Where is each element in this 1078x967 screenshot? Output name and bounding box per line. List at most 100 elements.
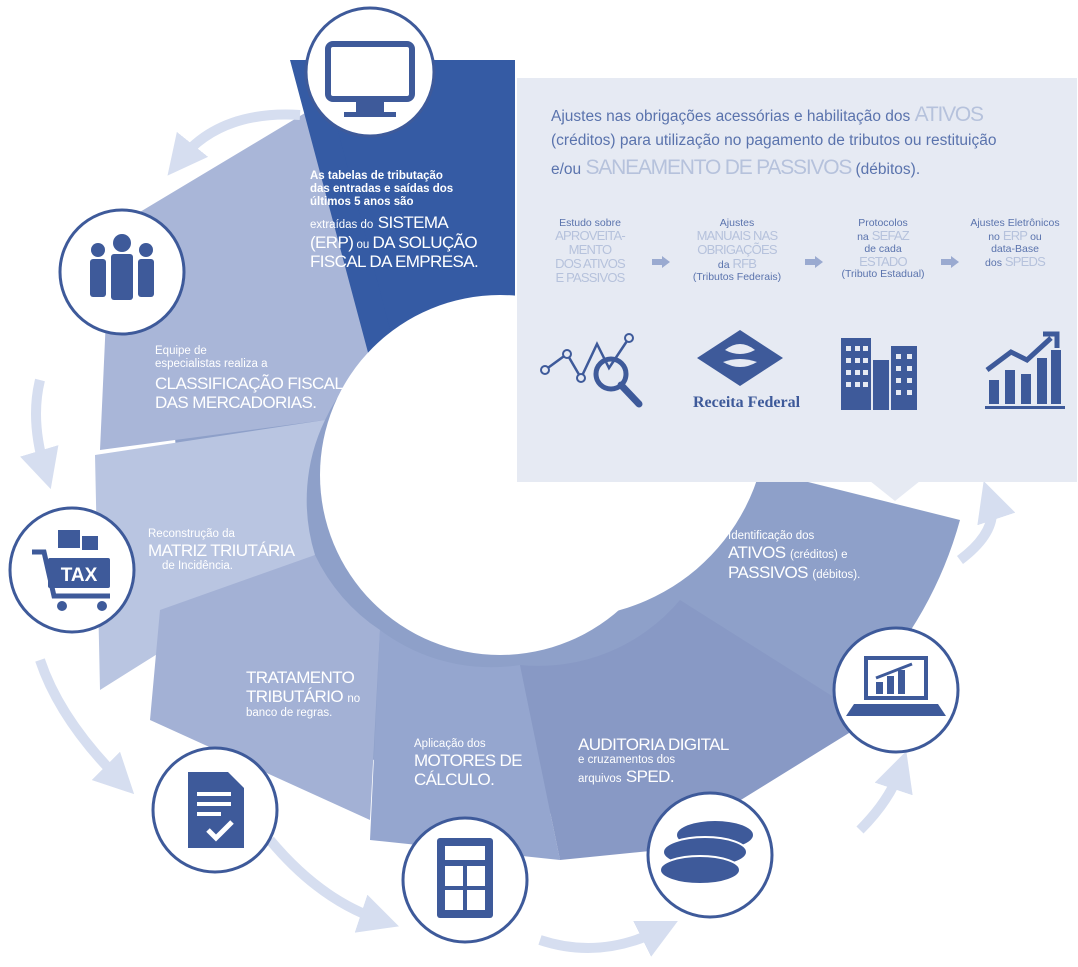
step4-l5: dos xyxy=(985,256,1002,269)
segment-text-classificacao: Equipe de especialistas realiza a CLASSI… xyxy=(155,345,375,412)
step-arrow-3 xyxy=(941,256,959,268)
receita-federal-label: Receita Federal xyxy=(693,394,801,411)
seg1-line3: últimos 5 anos são xyxy=(310,195,414,208)
seg1-big4: FISCAL DA EMPRESA. xyxy=(310,252,479,272)
flow-arrow-3 xyxy=(35,658,135,795)
box-intro-d: (débitos). xyxy=(851,160,921,178)
flow-arrow-5 xyxy=(538,921,678,957)
segment-text-motores: Aplicação dos MOTORES DE CÁLCULO. xyxy=(414,738,554,789)
step2-l3: (Tributos Federais) xyxy=(692,270,782,283)
seg1-mid: ou xyxy=(353,238,373,251)
buildings-icon xyxy=(841,338,917,410)
box-step-4: Ajustes Eletrônicos no ERP ou data-Base … xyxy=(960,217,1070,269)
segment-motores xyxy=(370,630,560,860)
seg4-line2: banco de regras. xyxy=(246,706,333,719)
seg7-line3: (débitos). xyxy=(812,568,861,581)
step3-l2: na xyxy=(857,231,869,244)
growth-chart-icon xyxy=(985,331,1065,409)
step1-l1: Estudo sobre xyxy=(559,217,621,229)
step-arrow-2 xyxy=(805,256,823,268)
seg3-line1: Reconstrução da xyxy=(148,528,235,540)
seg7-line2: (créditos) e xyxy=(789,548,848,561)
analysis-magnifier-icon xyxy=(540,333,643,408)
step2-t2: OBRIGAÇÕES xyxy=(697,242,777,258)
seg3-big1: MATRIZ TRIUTÁRIA xyxy=(148,540,295,560)
seg1-big3: DA SOLUÇÃO xyxy=(372,232,478,252)
segment-sistema-erp-tip xyxy=(290,60,515,360)
seg4-line1: no xyxy=(347,693,361,706)
box-step-2: Ajustes MANUAIS NAS OBRIGAÇÕES da RFB (T… xyxy=(672,217,802,283)
step3-l4: (Tributo Estadual) xyxy=(841,268,925,281)
laptop-chart-icon xyxy=(832,626,960,754)
flow-arrow-4 xyxy=(266,836,399,933)
box-intro-b: (créditos) para utilização no pagamento … xyxy=(551,132,997,150)
step1-t3: DOS ATIVOS xyxy=(555,256,626,272)
box-intro-a: Ajustes nas obrigações acessórias e habi… xyxy=(551,108,915,125)
seg6-big2: SPED. xyxy=(625,766,675,786)
step3-t1: SEFAZ xyxy=(871,228,910,244)
flow-arrow-2 xyxy=(20,378,59,490)
seg1-big1: SISTEMA xyxy=(377,212,449,232)
step2-t3: RFB xyxy=(732,256,757,272)
calculator-icon xyxy=(401,816,529,944)
step2-l2: da xyxy=(717,259,730,272)
team-icon xyxy=(58,208,186,336)
seg2-big2: DAS MERCADORIAS. xyxy=(155,392,317,412)
flow-arrow-6 xyxy=(856,751,913,834)
seg2-big1: CLASSIFICAÇÃO FISCAL xyxy=(155,373,344,393)
box-pointer xyxy=(870,481,920,501)
document-check-icon xyxy=(151,746,279,874)
seg4-big1: TRATAMENTO xyxy=(246,668,355,687)
seg6-big1: AUDITORIA DIGITAL xyxy=(578,735,729,754)
receita-federal-logo xyxy=(697,330,783,386)
step1-t1: APROVEITA- xyxy=(555,228,626,244)
segment-matriz xyxy=(95,420,325,690)
seg3-line2: de Incidência. xyxy=(162,559,233,572)
seg6-line2: arquivos xyxy=(578,772,622,785)
step4-l2: no xyxy=(988,231,1000,244)
box-intro-c: e/ou xyxy=(551,160,586,178)
step3-l3: de cada xyxy=(864,242,902,255)
segment-text-auditoria: AUDITORIA DIGITAL e cruzamentos dos arqu… xyxy=(578,735,778,787)
step2-t1: MANUAIS NAS xyxy=(696,228,779,244)
step4-l4: data-Base xyxy=(991,242,1039,255)
segment-auditoria xyxy=(520,600,870,860)
step1-t4: E PASSIVOS xyxy=(555,270,625,286)
flow-arrow-7 xyxy=(956,481,1016,564)
seg6-line1: e cruzamentos dos xyxy=(578,754,676,767)
segment-classificacao xyxy=(100,110,370,450)
info-box: Ajustes nas obrigações acessórias e habi… xyxy=(517,78,1077,482)
seg7-big2: PASSIVOS xyxy=(728,562,809,582)
seg5-big1: MOTORES DE xyxy=(414,750,523,770)
seg1-line4: extraídas do xyxy=(310,218,374,231)
seg1-big2: (ERP) xyxy=(310,232,354,252)
box-step-3: Protocolos na SEFAZ de cada ESTADO (Trib… xyxy=(823,217,943,281)
seg1-line2: das entradas e saídas dos xyxy=(310,182,454,195)
step3-t2: ESTADO xyxy=(859,253,908,269)
segment-text-sistema: As tabelas de tributação das entradas e … xyxy=(310,170,510,271)
seg5-big2: CÁLCULO. xyxy=(414,769,495,789)
coins-icon xyxy=(646,791,774,919)
segment-text-tratamento: TRATAMENTO TRIBUTÁRIO no banco de regras… xyxy=(246,668,406,720)
step4-l1: Ajustes Eletrônicos xyxy=(970,217,1060,229)
segment-text-identificacao: Identificação dos ATIVOS (créditos) e PA… xyxy=(728,530,908,583)
flow-arrow-1 xyxy=(167,109,301,176)
seg2-line2: especialistas realiza a xyxy=(155,357,268,370)
box-intro-thin2: SANEAMENTO DE PASSIVOS xyxy=(585,155,852,179)
segment-tratamento xyxy=(150,555,380,820)
seg2-line1: Equipe de xyxy=(155,345,207,357)
monitor-icon xyxy=(304,6,436,138)
step-arrow-1 xyxy=(652,256,670,268)
step3-l1: Protocolos xyxy=(858,217,908,229)
step4-l3: ou xyxy=(1030,231,1042,244)
box-intro-thin1: ATIVOS xyxy=(914,103,984,126)
step2-l1: Ajustes xyxy=(719,217,755,229)
seg4-big2: TRIBUTÁRIO xyxy=(246,687,344,707)
tax-label: TAX xyxy=(61,565,98,586)
seg5-line1: Aplicação dos xyxy=(414,738,486,750)
box-step-1: Estudo sobre APROVEITA- MENTO DOS ATIVOS… xyxy=(535,217,645,286)
step4-t2: SPEDS xyxy=(1004,253,1046,269)
tax-cart-icon: TAX xyxy=(8,506,136,634)
segment-text-matriz: Reconstrução da MATRIZ TRIUTÁRIA de Inci… xyxy=(148,528,348,573)
seg1-line1: As tabelas de tributação xyxy=(310,170,443,182)
